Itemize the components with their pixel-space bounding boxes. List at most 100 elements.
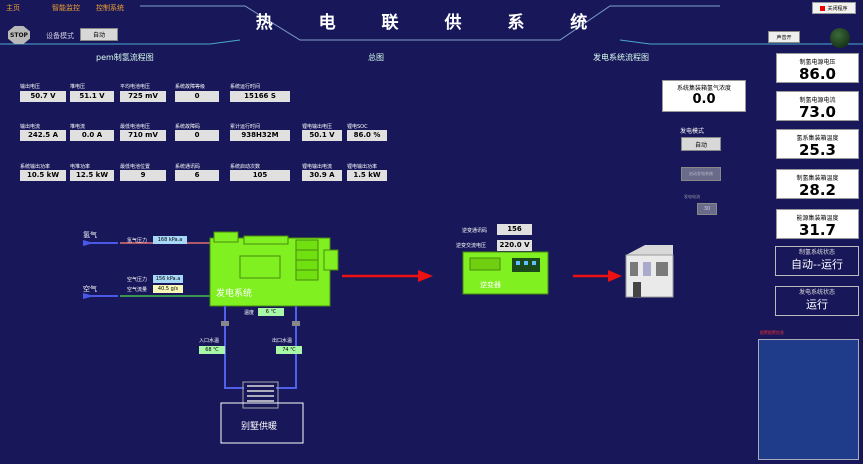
status-light-icon (830, 28, 850, 48)
valve-icon (221, 321, 229, 326)
air-pressure-label: 空气压力 (127, 277, 148, 283)
metric-label: 输出电流 (20, 124, 41, 130)
metric-value: 50.7 V (20, 91, 66, 102)
outlet-temp-label: 出口水温 (272, 338, 293, 344)
metric-value: 15166 S (230, 91, 290, 102)
flow-arrow-icon (573, 270, 622, 282)
metric-label: 最低电池电压 (120, 124, 151, 130)
gen-status-box: 发电系统状态 运行 (775, 286, 859, 316)
metric-label: 系统运行时间 (230, 84, 261, 90)
metric-value: 9 (120, 170, 166, 181)
readout-box: 能源集装箱温度 31.7 (776, 209, 859, 239)
section-pem-flow[interactable]: pem制氢流程图 (96, 53, 154, 62)
gen-current-input[interactable]: 30 (697, 203, 717, 215)
readout-value: 73.0 (798, 103, 836, 121)
device-mode-button[interactable]: 自动 (80, 28, 118, 41)
start-gen-button[interactable]: 启动发电系统 (681, 167, 721, 181)
close-program-button[interactable]: 关闭程序 (812, 2, 856, 14)
h2-concentration-panel: 系统集装箱氢气浓度 0.0 (662, 80, 746, 112)
h2-pressure-value: 168 kPa.a (153, 236, 187, 244)
metric-label: 系统故障码 (175, 124, 201, 130)
metric-value: 242.5 A (20, 130, 66, 141)
gen-status-label: 发电系统状态 (798, 289, 835, 296)
inlet-temp-value: 68 ℃ (199, 346, 225, 354)
temp-value: 6 ℃ (258, 308, 284, 316)
readout-label: 制氢集装箱温度 (796, 175, 839, 182)
metric-label: 锂电输出功率 (347, 164, 378, 170)
section-overview[interactable]: 总图 (368, 53, 384, 62)
metric-label: 系统启动次数 (230, 164, 261, 170)
gen-current-label: 发电电流 (684, 194, 700, 199)
outlet-pipe (276, 306, 297, 389)
page-title: 热 电 联 供 系 统 (255, 13, 608, 33)
alarm-panel (758, 339, 859, 460)
gen-mode-button[interactable]: 自动 (681, 137, 721, 151)
sound-toggle-button[interactable]: 声音开 (768, 31, 800, 43)
metric-value: 0 (175, 91, 219, 102)
readout-value: 31.7 (798, 221, 836, 239)
metric-label: 输出电压 (20, 84, 41, 90)
nav-control[interactable]: 控制系统 (96, 4, 124, 12)
readout-box: 制氢集装箱温度 28.2 (776, 169, 859, 199)
metric-label: 平均电池电压 (120, 84, 151, 90)
metric-label: 电堆功率 (70, 164, 91, 170)
outlet-temp-value: 74 ℃ (276, 346, 302, 354)
section-gen-flow[interactable]: 发电系统流程图 (593, 53, 649, 62)
readout-box: 制氢电源电压 86.0 (776, 53, 859, 83)
readout-box: 氢系集装箱温度 25.3 (776, 129, 859, 159)
close-program-label: 关闭程序 (827, 5, 848, 12)
readout-label: 氢系集装箱温度 (796, 135, 839, 142)
metric-value: 86.0 % (347, 130, 387, 141)
heating-box (220, 402, 304, 444)
radiator-icon (242, 381, 279, 409)
nav-smart-monitor[interactable]: 智能监控 (52, 4, 80, 12)
readout-value: 28.2 (798, 181, 836, 199)
metric-value: 938H32M (230, 130, 290, 141)
metric-value: 30.9 A (302, 170, 342, 181)
metric-value: 0.0 A (70, 130, 114, 141)
metric-value: 12.5 kW (70, 170, 114, 181)
h2-status-label: 制氢系统状态 (798, 249, 835, 256)
inlet-pipe (224, 306, 244, 389)
inlet-temp-label: 入口水温 (199, 338, 220, 344)
readout-label: 制氢电源电压 (799, 59, 836, 66)
readout-value: 86.0 (798, 65, 836, 83)
h2-status-value: 自动--运行 (791, 258, 843, 271)
readout-box: 制氢电源电流 73.0 (776, 91, 859, 121)
inverter-comm-label: 逆变通讯码 (462, 228, 488, 234)
metric-value: 0 (175, 130, 219, 141)
inverter-voltage-value: 220.0 V (497, 240, 532, 251)
metric-value: 105 (230, 170, 290, 181)
metric-label: 堆电流 (70, 124, 86, 130)
metric-label: 堆电压 (70, 84, 86, 90)
metric-label: 系统故障等级 (175, 84, 206, 90)
gen-status-value: 运行 (806, 298, 828, 311)
air-label: 空气 (83, 285, 97, 293)
metric-label: 锂电SOC (347, 124, 368, 130)
building-icon (625, 245, 674, 298)
h2-concentration-label: 系统集装箱氢气浓度 (676, 85, 731, 92)
genset-icon (209, 231, 339, 307)
metric-label: 锂电输出电流 (302, 164, 333, 170)
metric-label: 系统通讯码 (175, 164, 201, 170)
readout-value: 25.3 (798, 141, 836, 159)
inverter-icon (462, 251, 549, 295)
stop-icon[interactable]: STOP (8, 26, 30, 44)
metric-value: 51.1 V (70, 91, 114, 102)
metric-label: 锂电输出电压 (302, 124, 333, 130)
inverter-label: 逆变器 (480, 281, 501, 289)
inverter-voltage-label: 逆变交流电压 (456, 243, 487, 249)
metric-value: 10.5 kW (20, 170, 66, 181)
inverter-comm-value: 156 (497, 224, 532, 235)
device-mode-label: 设备模式 (46, 32, 74, 40)
air-pressure-value: 156 kPa.a (153, 275, 183, 283)
flow-arrow-icon (342, 270, 433, 282)
metric-label: 最低电池位置 (120, 164, 151, 170)
metric-value: 710 mV (120, 130, 166, 141)
gen-mode-label: 发电模式 (680, 128, 705, 135)
metric-label: 累计运行时间 (230, 124, 261, 130)
nav-home[interactable]: 主页 (6, 4, 20, 12)
air-flow-value: 40.5 g/s (153, 285, 183, 293)
genset-label: 发电系统 (216, 289, 253, 299)
